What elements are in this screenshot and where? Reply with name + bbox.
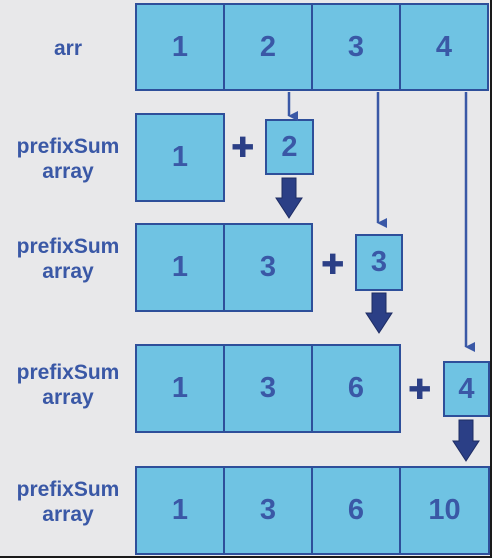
arr-cell-4: 4 [399, 3, 489, 91]
block-arrow-down-icon [365, 292, 393, 334]
plus-icon: ✚ [408, 374, 432, 405]
added-value-cell-3: 4 [443, 361, 490, 417]
plus-icon: ✚ [231, 132, 255, 163]
plus-icon: ✚ [321, 249, 345, 280]
block-arrow-down-icon [275, 177, 303, 219]
prefixsum3-cell-3: 6 [311, 344, 401, 433]
row-label-arr: arr [53, 37, 83, 60]
prefixsum4-cell-1: 1 [135, 466, 225, 555]
prefixsum2-cell-2: 3 [223, 223, 313, 312]
added-value-cell-2: 3 [355, 234, 403, 291]
prefixsum4-cell-3: 6 [311, 466, 401, 555]
prefixsum2-cell-1: 1 [135, 223, 225, 312]
prefixsum1-cell-1: 1 [135, 113, 225, 202]
arr-cell-1: 1 [135, 3, 225, 91]
block-arrow-down-icon [452, 419, 480, 462]
prefixsum3-cell-2: 3 [223, 344, 313, 433]
arr-cell-3: 3 [311, 3, 401, 91]
prefixsum3-cell-1: 1 [135, 344, 225, 433]
prefixsum4-cell-4: 10 [399, 466, 490, 555]
arr-cell-2: 2 [223, 3, 313, 91]
added-value-cell-1: 2 [265, 119, 314, 175]
prefixsum4-cell-2: 3 [223, 466, 313, 555]
